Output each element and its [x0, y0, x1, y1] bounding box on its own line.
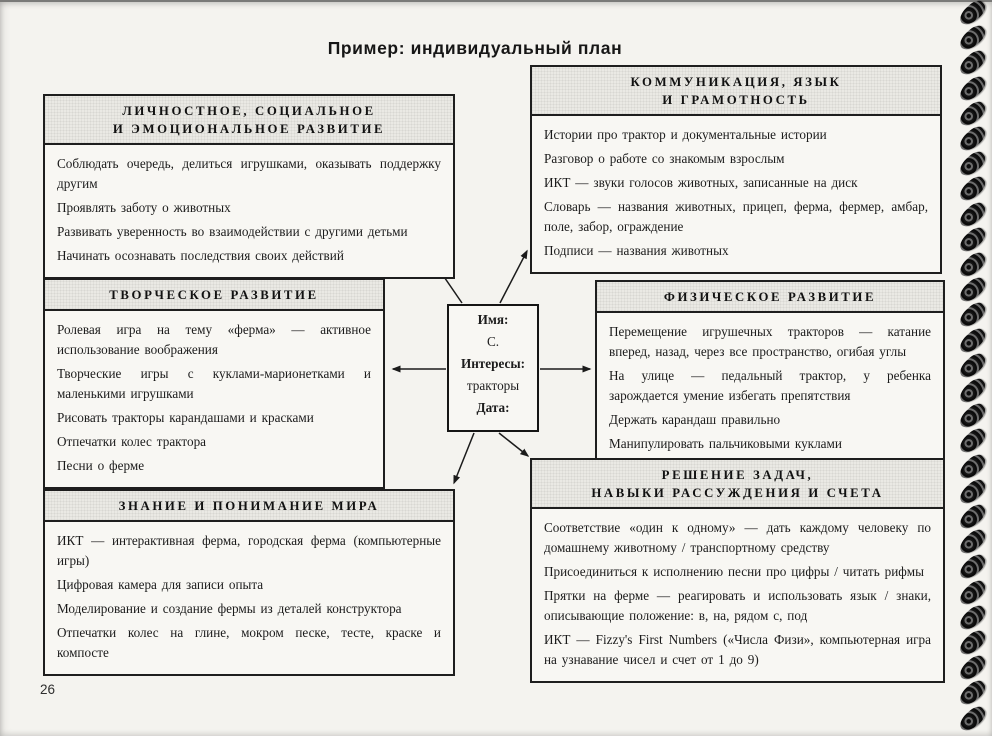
plan-item: Развивать уверенность во взаимодействии …: [57, 224, 408, 239]
scan-edge: [0, 0, 992, 2]
coil-icon: [956, 476, 989, 508]
coil-icon: [956, 425, 989, 458]
box-title: РЕШЕНИЕ ЗАДАЧ,: [661, 468, 814, 482]
plan-item: Разговор о работе со знакомым взрослым: [544, 151, 785, 166]
coil-icon: [956, 677, 989, 710]
coil-icon: [956, 173, 989, 206]
coil-icon: [956, 450, 989, 483]
plan-item: Моделирование и создание фермы из детале…: [57, 601, 402, 616]
plan-item: Отпечатки колес на глине, мокром песке, …: [57, 625, 441, 660]
coil-icon: [956, 526, 989, 558]
coil-icon: [956, 249, 989, 281]
coil-icon: [956, 375, 989, 407]
coil-icon: [956, 299, 989, 332]
box-problem-solving-numeracy: РЕШЕНИЕ ЗАДАЧ, НАВЫКИ РАССУЖДЕНИЯ И СЧЕТ…: [530, 458, 945, 683]
box-title: ТВОРЧЕСКОЕ РАЗВИТИЕ: [109, 288, 319, 302]
coil-icon: [956, 47, 989, 80]
arrow-to-problem-solving: [498, 432, 530, 457]
coil-icon: [956, 274, 989, 306]
coil-icon: [956, 224, 989, 256]
box-body: Соблюдать очередь, делиться игрушками, о…: [45, 145, 453, 277]
coil-icon: [956, 652, 989, 684]
center-child-card: Имя: С. Интересы: тракторы Дата:: [447, 304, 539, 432]
coil-icon: [956, 501, 989, 533]
plan-item: Соблюдать очередь, делиться игрушками, о…: [57, 156, 441, 191]
box-body: Ролевая игра на тему «ферма» — активное …: [45, 311, 383, 487]
plan-item: Проявлять заботу о животных: [57, 200, 231, 215]
coil-icon: [956, 98, 989, 130]
box-title: И ЭМОЦИОНАЛЬНОЕ РАЗВИТИЕ: [112, 122, 386, 136]
box-physical-development: ФИЗИЧЕСКОЕ РАЗВИТИЕ Перемещение игрушечн…: [595, 280, 945, 467]
coil-icon: [956, 576, 989, 609]
coil-icon: [956, 0, 989, 29]
plan-item: Манипулировать пальчиковыми куклами: [609, 436, 842, 451]
box-title: ЗНАНИЕ И ПОНИМАНИЕ МИРА: [118, 499, 380, 513]
arrow-to-communication: [499, 249, 528, 304]
arrow-to-knowledge: [453, 432, 475, 485]
box-body: Перемещение игрушечных тракторов — катан…: [597, 313, 943, 465]
plan-item: ИКТ — интерактивная ферма, городская фер…: [57, 533, 441, 568]
plan-item: На улице — педальный трактор, у ребенка …: [609, 368, 931, 403]
plan-item: Творческие игры с куклами-марионетками и…: [57, 366, 371, 401]
plan-item: ИКТ — звуки голосов животных, записанные…: [544, 175, 858, 190]
box-header: РЕШЕНИЕ ЗАДАЧ, НАВЫКИ РАССУЖДЕНИЯ И СЧЕТ…: [532, 460, 943, 509]
plan-item: Истории про трактор и документальные ист…: [544, 127, 827, 142]
plan-item: Прятки на ферме — реагировать и использо…: [544, 588, 931, 623]
coil-icon: [956, 551, 989, 584]
coil-icon: [956, 123, 989, 155]
interests-value: тракторы: [466, 378, 520, 393]
date-label: Дата:: [476, 400, 510, 415]
name-value: С.: [486, 334, 500, 349]
coil-icon: [956, 198, 989, 231]
box-header: ФИЗИЧЕСКОЕ РАЗВИТИЕ: [597, 282, 943, 313]
name-label: Имя:: [477, 312, 509, 327]
box-header: КОММУНИКАЦИЯ, ЯЗЫК И ГРАМОТНОСТЬ: [532, 67, 940, 116]
plan-item: Присоединиться к исполнению песни про ци…: [544, 564, 925, 579]
box-title: И ГРАМОТНОСТЬ: [662, 93, 810, 107]
box-header: ТВОРЧЕСКОЕ РАЗВИТИЕ: [45, 280, 383, 311]
coil-icon: [956, 702, 989, 735]
box-body: Истории про трактор и документальные ист…: [532, 116, 940, 272]
page-title: Пример: индивидуальный план: [327, 38, 623, 58]
plan-item: Держать карандаш правильно: [609, 412, 781, 427]
plan-item: Словарь — названия животных, прицеп, фер…: [544, 199, 928, 234]
coil-icon: [956, 324, 989, 357]
box-title: КОММУНИКАЦИЯ, ЯЗЫК: [630, 75, 842, 89]
plan-item: Рисовать тракторы карандашами и красками: [57, 410, 314, 425]
plan-item: Песни о ферме: [57, 458, 145, 473]
spiral-binding: [956, 0, 992, 736]
coil-icon: [956, 148, 989, 180]
plan-item: Подписи — названия животных: [544, 243, 729, 258]
plan-item: Начинать осознавать последствия своих де…: [57, 248, 344, 263]
box-header: ЗНАНИЕ И ПОНИМАНИЕ МИРА: [45, 491, 453, 522]
box-knowledge-world: ЗНАНИЕ И ПОНИМАНИЕ МИРА ИКТ — интерактив…: [43, 489, 455, 676]
coil-icon: [956, 350, 989, 382]
plan-item: Отпечатки колес трактора: [57, 434, 207, 449]
plan-item: Ролевая игра на тему «ферма» — активное …: [57, 322, 371, 357]
box-creative-development: ТВОРЧЕСКОЕ РАЗВИТИЕ Ролевая игра на тему…: [43, 278, 385, 489]
coil-icon: [956, 627, 989, 659]
plan-item: Перемещение игрушечных тракторов — катан…: [609, 324, 931, 359]
box-title: НАВЫКИ РАССУЖДЕНИЯ И СЧЕТА: [591, 486, 884, 500]
box-communication-language: КОММУНИКАЦИЯ, ЯЗЫК И ГРАМОТНОСТЬ Истории…: [530, 65, 942, 274]
coil-icon: [956, 22, 989, 54]
box-header: ЛИЧНОСТНОЕ, СОЦИАЛЬНОЕ И ЭМОЦИОНАЛЬНОЕ Р…: [45, 96, 453, 145]
page-number: 26: [40, 682, 56, 697]
plan-item: Соответствие «один к одному» — дать кажд…: [544, 520, 931, 555]
plan-item: Цифровая камера для записи опыта: [57, 577, 264, 592]
box-personal-social-emotional: ЛИЧНОСТНОЕ, СОЦИАЛЬНОЕ И ЭМОЦИОНАЛЬНОЕ Р…: [43, 94, 455, 279]
coil-icon: [956, 72, 989, 105]
coil-icon: [956, 602, 989, 634]
box-title: ФИЗИЧЕСКОЕ РАЗВИТИЕ: [663, 290, 877, 304]
coil-icon: [956, 400, 989, 432]
box-title: ЛИЧНОСТНОЕ, СОЦИАЛЬНОЕ: [122, 104, 376, 118]
box-body: Соответствие «один к одному» — дать кажд…: [532, 509, 943, 681]
plan-item: ИКТ — Fizzy's First Numbers («Числа Физи…: [544, 632, 931, 667]
box-body: ИКТ — интерактивная ферма, городская фер…: [45, 522, 453, 674]
interests-label: Интересы:: [460, 356, 526, 371]
